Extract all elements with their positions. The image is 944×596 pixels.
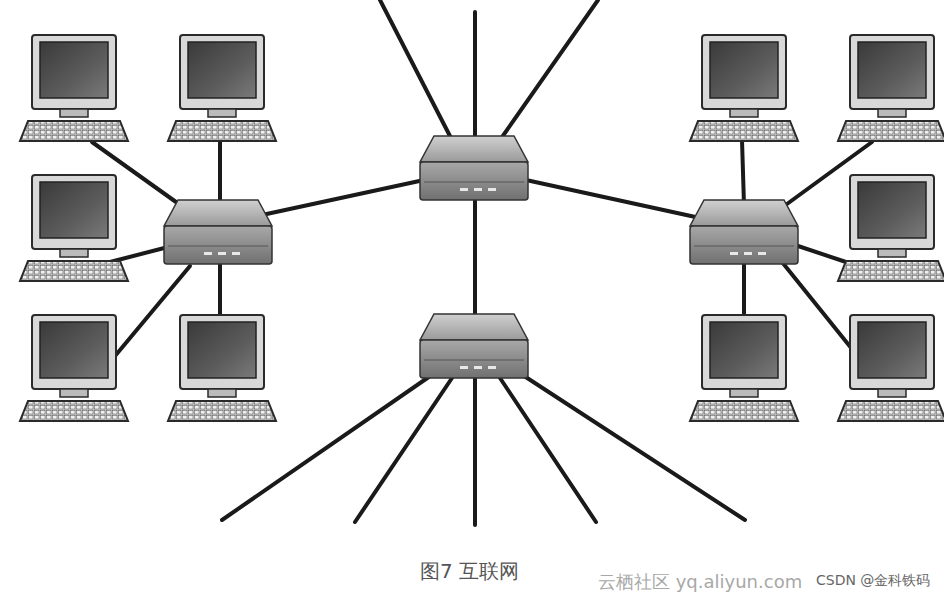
watermark: 云栖社区 yq.aliyun.com — [598, 570, 802, 594]
cable — [110, 246, 172, 262]
computer — [838, 175, 944, 281]
cable — [742, 262, 746, 318]
computer — [838, 315, 944, 421]
computer — [20, 175, 128, 281]
computer — [20, 315, 128, 421]
computer — [20, 35, 128, 141]
router — [690, 200, 798, 264]
cable — [218, 262, 222, 318]
cable — [742, 140, 744, 205]
network-cables — [92, 0, 872, 525]
cable — [473, 200, 477, 320]
computer — [168, 35, 276, 141]
watermark: CSDN @金科铁码 — [816, 572, 930, 590]
router — [164, 200, 272, 264]
cable — [380, 0, 452, 140]
cable — [473, 378, 477, 525]
cable — [355, 378, 452, 522]
computer — [168, 315, 276, 421]
computer — [690, 35, 798, 141]
cable — [262, 180, 424, 215]
cable — [518, 372, 745, 520]
cable — [792, 244, 852, 264]
cable — [526, 180, 700, 218]
figure-caption: 图7 互联网 — [420, 558, 519, 585]
cable — [473, 12, 477, 140]
computer — [838, 35, 944, 141]
cable — [218, 140, 222, 205]
cable — [500, 0, 598, 140]
router — [420, 136, 528, 200]
computer — [690, 315, 798, 421]
cable — [500, 378, 596, 522]
router — [420, 314, 528, 378]
